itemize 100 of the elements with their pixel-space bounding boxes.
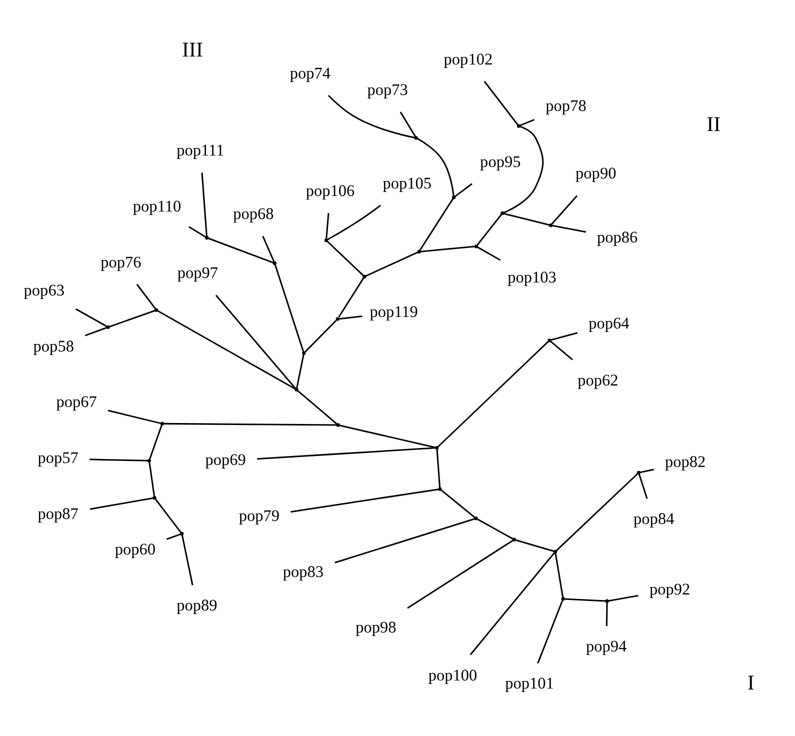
node-point <box>180 532 184 536</box>
label: II <box>706 112 721 136</box>
node-point <box>417 250 421 254</box>
connector <box>334 518 475 564</box>
node-point <box>438 487 442 491</box>
node-text: pop83 <box>282 562 324 581</box>
connector <box>274 264 304 352</box>
connector <box>90 497 154 510</box>
node-point <box>512 538 516 542</box>
connector <box>608 594 638 602</box>
connector <box>550 332 578 341</box>
connector <box>327 241 364 276</box>
node-point <box>324 238 328 242</box>
connector <box>503 126 544 214</box>
connector <box>90 458 148 462</box>
connector <box>110 310 156 328</box>
connector <box>520 118 535 126</box>
connector <box>556 473 638 552</box>
connector <box>550 340 573 360</box>
node-text: pop94 <box>586 636 627 656</box>
connector <box>148 425 162 460</box>
node-text: pop79 <box>238 506 280 525</box>
node-text: pop98 <box>356 618 396 637</box>
connector <box>215 294 296 389</box>
node-point <box>548 223 553 228</box>
connector <box>338 278 364 318</box>
connector <box>420 246 475 252</box>
connector <box>339 424 436 448</box>
connector <box>76 308 108 328</box>
connector <box>537 600 564 664</box>
connector <box>326 212 330 239</box>
node-point <box>561 597 565 601</box>
node-point <box>106 325 110 329</box>
connector <box>297 390 338 424</box>
node-point <box>548 338 552 342</box>
node-text: pop84 <box>634 509 674 528</box>
node-point <box>553 550 558 554</box>
node-point <box>605 599 609 603</box>
connector <box>477 518 514 540</box>
connector <box>551 195 578 225</box>
node-text: pop57 <box>38 448 78 468</box>
node-text: pop97 <box>177 263 218 282</box>
connector <box>290 488 438 513</box>
node-point <box>516 124 521 128</box>
node-text: pop106 <box>306 181 355 200</box>
connector <box>552 224 586 233</box>
node-text: pop95 <box>480 152 521 171</box>
node-text: pop92 <box>649 579 690 598</box>
connector <box>155 498 182 534</box>
connector <box>504 212 550 226</box>
node-text: pop102 <box>444 50 493 69</box>
node-text: pop110 <box>132 196 182 216</box>
node-point <box>362 274 366 278</box>
node-text: pop87 <box>38 504 78 523</box>
node-point <box>414 136 418 140</box>
node-point <box>474 244 478 248</box>
connector <box>148 462 156 496</box>
node-text: pop64 <box>588 314 630 333</box>
connector <box>477 246 501 261</box>
connector <box>166 534 181 540</box>
connector <box>606 602 608 626</box>
node-point <box>147 458 152 463</box>
node-point <box>336 317 340 321</box>
node-point <box>474 516 478 520</box>
connector <box>484 80 518 126</box>
node-point <box>272 261 277 266</box>
label: III <box>182 38 203 62</box>
connector <box>257 447 436 460</box>
node-text: pop68 <box>233 204 274 223</box>
connector <box>296 354 304 388</box>
node-text: pop76 <box>100 252 142 272</box>
node-point <box>160 422 164 426</box>
connector <box>638 474 648 499</box>
node-text: pop63 <box>24 280 64 300</box>
node-text: pop62 <box>578 370 618 390</box>
node-point <box>336 423 340 427</box>
connector <box>419 198 454 251</box>
node-text: pop89 <box>176 596 218 615</box>
connector <box>400 112 416 138</box>
connector <box>564 598 606 602</box>
node-point <box>452 196 456 200</box>
node-text: pop60 <box>114 540 156 559</box>
node-point <box>294 388 298 392</box>
connector <box>181 534 194 586</box>
node-text: pop67 <box>56 392 97 412</box>
connector <box>304 320 337 353</box>
connector <box>338 316 362 320</box>
node-text: pop69 <box>205 450 246 470</box>
node-text: pop86 <box>597 227 638 246</box>
connector <box>208 238 274 264</box>
node-point <box>154 308 158 312</box>
connector <box>84 326 108 336</box>
connector <box>108 410 161 424</box>
connector <box>516 539 554 552</box>
connector <box>328 94 415 138</box>
connector <box>416 138 454 196</box>
connector <box>201 172 208 236</box>
node-text: pop74 <box>290 64 331 83</box>
node-text: pop101 <box>505 674 554 693</box>
node-text: pop82 <box>665 452 706 472</box>
